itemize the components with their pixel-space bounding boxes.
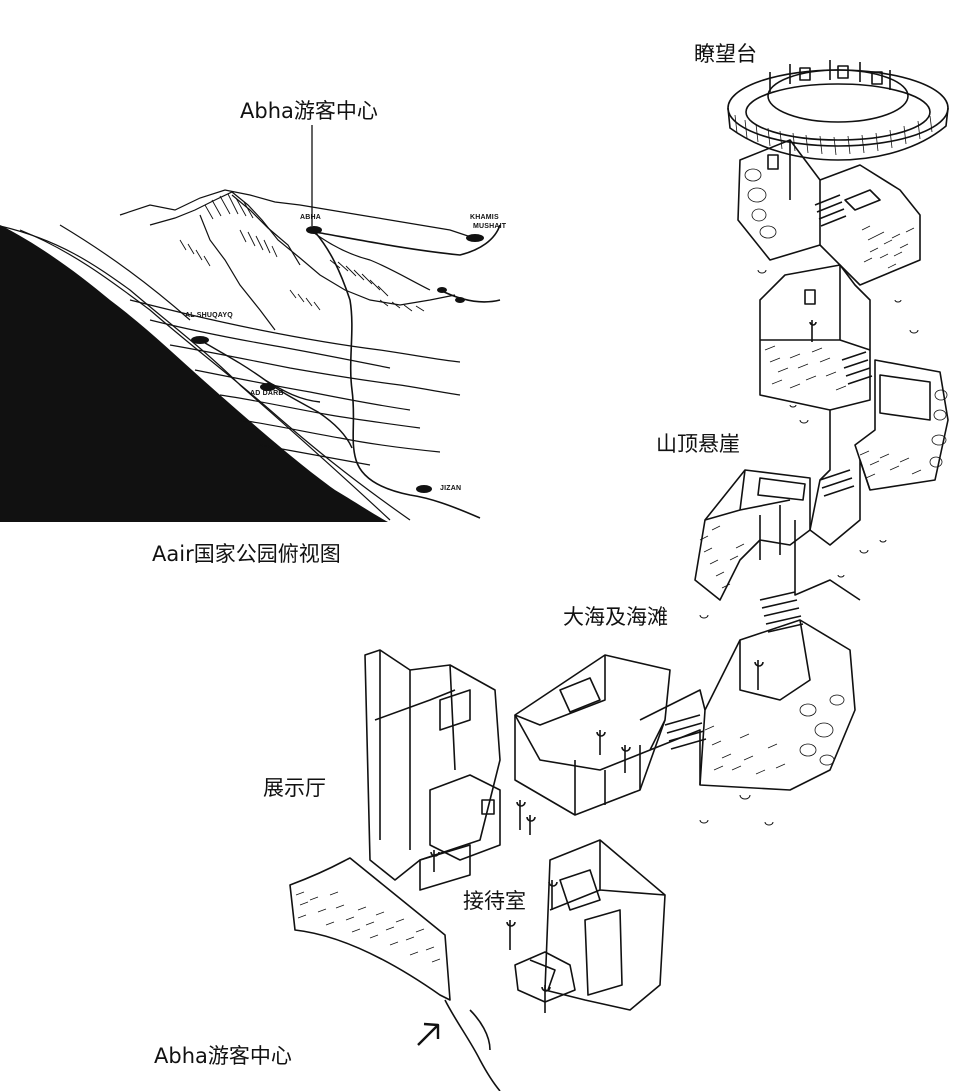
- exhibition-hall-label: 展示厅: [263, 776, 326, 800]
- visitor-center-sketch: [289, 60, 949, 1091]
- map-place-jizan: JIZAN: [440, 485, 462, 492]
- sea-area: [0, 225, 388, 522]
- cliff-top-label: 山顶悬崖: [656, 432, 740, 456]
- map-place-mushait: MUSHAIT: [473, 223, 507, 230]
- map-pointer-label: Abha游客中心: [240, 99, 378, 123]
- town-shuqayq-marker: [191, 336, 209, 344]
- map-caption: Aair国家公园俯视图: [152, 542, 341, 566]
- observatory-tower: [727, 60, 949, 161]
- observatory-label: 瞭望台: [694, 42, 757, 66]
- map-place-al-shuqayq: AL SHUQAYQ: [185, 312, 233, 319]
- map-place-ad-darb: AD DARB: [250, 390, 284, 397]
- entrance-label: Abha游客中心: [154, 1044, 292, 1068]
- map-place-khamis: KHAMIS: [470, 214, 499, 221]
- entrance-arrow-icon: [417, 1022, 440, 1046]
- town-abha-marker: [306, 226, 322, 234]
- reception-label: 接待室: [463, 889, 526, 913]
- map-place-abha: ABHA: [300, 214, 322, 221]
- park-aerial-map: [0, 125, 501, 522]
- town-khamis-marker: [466, 234, 484, 242]
- town-jizan-marker: [416, 485, 432, 493]
- sea-beach-label: 大海及海滩: [563, 605, 668, 629]
- town-darb-marker: [260, 383, 276, 391]
